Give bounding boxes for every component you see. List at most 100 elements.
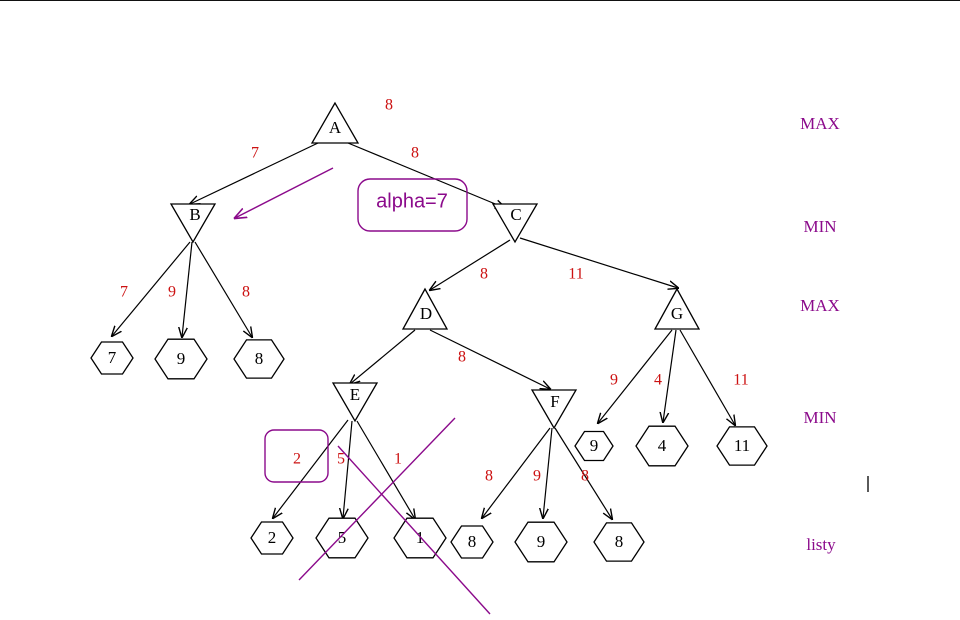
leaf-value: 9	[177, 349, 186, 368]
edge-e-leaf1	[273, 419, 349, 518]
node-b: B	[169, 203, 217, 244]
hexagon-icon	[593, 522, 645, 562]
level-label-max: MAX	[800, 296, 840, 315]
node-label: F	[550, 392, 559, 411]
leaf-node-g3: 11	[716, 426, 768, 466]
leaf-node-b3: 8	[233, 339, 285, 379]
level-label-max: MAX	[800, 114, 840, 133]
value-label-a: 8	[385, 97, 393, 114]
value-label-df: 8	[458, 349, 466, 366]
value-label-f3: 8	[581, 468, 589, 485]
leaf-value: 4	[658, 436, 667, 455]
leaf-node-g2: 4	[635, 425, 689, 467]
node-label: E	[350, 385, 360, 404]
hexagon-icon	[574, 430, 614, 462]
highlight-box	[264, 429, 329, 483]
max-triangle-icon	[653, 287, 701, 330]
leaf-node-f1: 8	[450, 525, 494, 559]
node-label: A	[329, 118, 342, 137]
value-label-ab: 7	[251, 145, 259, 162]
leaf-node-b2: 9	[154, 338, 208, 380]
annotations: alpha=7	[235, 167, 491, 615]
edge-c-g	[519, 237, 678, 288]
edge-d-e	[350, 329, 416, 384]
leaf-value: 5	[338, 528, 347, 547]
leaf-value: 8	[255, 349, 264, 368]
node-f: F	[530, 389, 578, 430]
leaf-value: 2	[268, 528, 277, 547]
level-label-leaves: listy	[806, 535, 836, 554]
leaf-node-f2: 9	[514, 521, 568, 563]
hexagon-icon	[250, 521, 294, 555]
value-label-f1: 8	[485, 468, 493, 485]
edge-f-leaf2	[543, 427, 553, 518]
edge-b-leaf2	[182, 241, 193, 337]
node-a: A	[310, 101, 360, 144]
node-label: B	[189, 205, 200, 224]
level-label-min: MIN	[803, 217, 836, 236]
min-triangle-icon	[491, 203, 539, 244]
edge-d-f	[429, 329, 550, 389]
top-rule	[0, 0, 960, 1]
value-label-e2: 5	[337, 451, 345, 468]
leaf-value: 9	[537, 532, 546, 551]
prune-line-2	[337, 445, 491, 615]
node-label: D	[420, 304, 432, 323]
max-triangle-icon	[401, 287, 449, 330]
leaf-node-f3: 8	[593, 522, 645, 562]
value-label-e1: 2	[293, 451, 301, 468]
node-label: G	[671, 304, 683, 323]
leaf-value: 9	[590, 436, 599, 455]
leaf-node-e2: 5	[315, 517, 369, 559]
pass-alpha-arrow	[235, 167, 334, 218]
node-label: C	[510, 205, 521, 224]
leaf-node-g1: 9	[574, 430, 614, 462]
value-label-g2: 4	[654, 372, 662, 389]
hexagon-icon	[514, 521, 568, 563]
value-label-b2: 9	[168, 284, 176, 301]
value-label-b3: 8	[242, 284, 250, 301]
value-label-f2: 9	[533, 468, 541, 485]
value-labels: 8 7 8 7 9 8 8 11 8 9 4 11 2 5 1 8 9 8	[120, 97, 749, 485]
edge-g-leaf2	[663, 329, 677, 422]
node-e: E	[331, 382, 379, 423]
node-d: D	[401, 287, 449, 330]
edge-b-leaf3	[194, 241, 252, 337]
edge-a-c	[347, 142, 505, 208]
value-label-cg: 11	[568, 266, 583, 283]
leaf-node-e3: 1	[393, 517, 447, 559]
leaf-value: 8	[615, 532, 624, 551]
max-triangle-icon	[310, 101, 360, 144]
leaf-node-b1: 7	[90, 341, 134, 375]
leaf-value: 7	[108, 348, 117, 367]
prune-line-1	[298, 417, 456, 581]
tree-edges	[112, 142, 735, 519]
leaf-node-e1: 2	[250, 521, 294, 555]
hexagon-icon	[635, 425, 689, 467]
edge-e-leaf2	[343, 420, 353, 518]
edge-c-d	[430, 239, 511, 290]
min-triangle-icon	[169, 203, 217, 244]
node-g: G	[653, 287, 701, 330]
value-label-cd: 8	[480, 266, 488, 283]
edge-b-leaf1	[112, 241, 191, 336]
leaf-value: 8	[468, 532, 477, 551]
edge-f-leaf3	[554, 427, 612, 519]
value-label-g3: 11	[733, 372, 748, 389]
value-label-b1: 7	[120, 284, 128, 301]
hexagon-icon	[154, 338, 208, 380]
min-triangle-icon	[331, 382, 379, 423]
edge-e-leaf3	[356, 420, 415, 519]
alpha-label: alpha=7	[376, 190, 448, 212]
node-c: C	[491, 203, 539, 244]
value-label-ac: 8	[411, 145, 419, 162]
level-label-min: MIN	[803, 408, 836, 427]
hexagon-icon	[716, 426, 768, 466]
value-label-g1: 9	[610, 372, 618, 389]
hexagon-icon	[393, 517, 447, 559]
value-label-e3: 1	[394, 451, 402, 468]
hexagon-icon	[233, 339, 285, 379]
alpha-box	[357, 178, 468, 232]
